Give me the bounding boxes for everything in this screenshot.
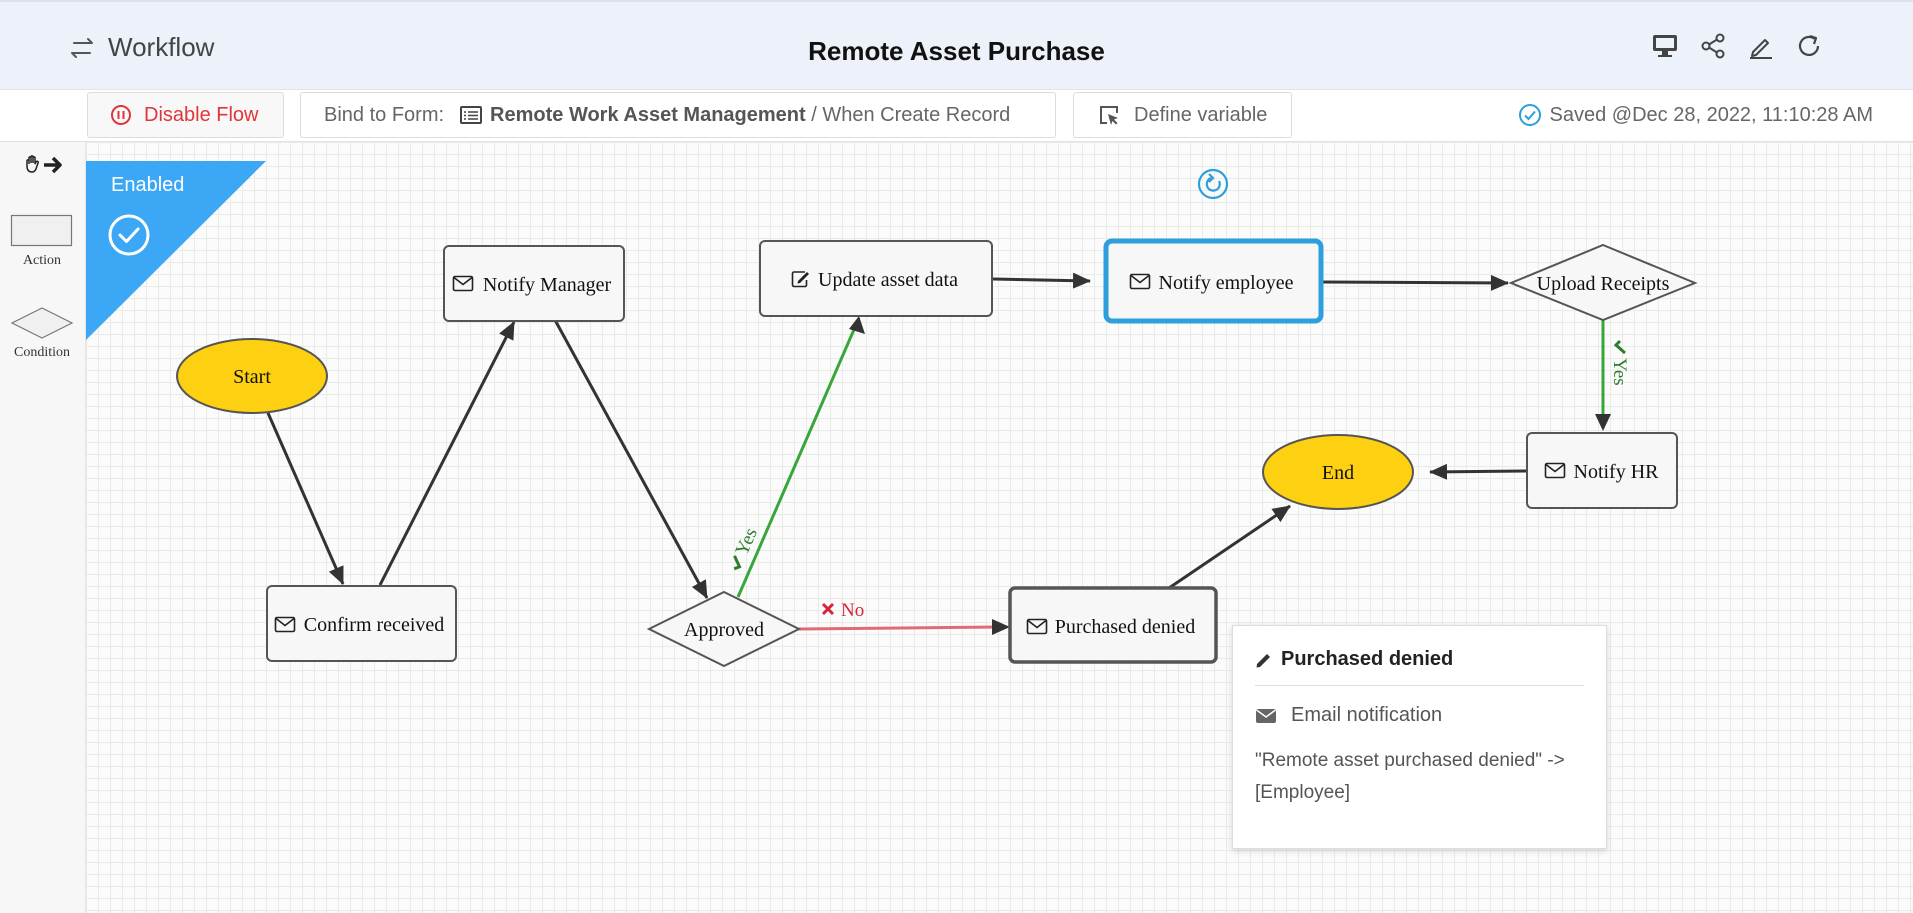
enabled-banner — [86, 161, 266, 340]
canvas-refresh-icon[interactable] — [1197, 168, 1229, 200]
edge-confirm-manager — [378, 321, 516, 586]
svg-text:No: No — [841, 600, 864, 621]
edge-denied-end — [1168, 504, 1291, 590]
hand-pan-icon[interactable] — [26, 155, 39, 173]
node-purchased-denied[interactable]: Purchased denied — [1008, 586, 1218, 664]
svg-text:Purchased denied: Purchased denied — [1055, 616, 1196, 638]
edge-approved-update-arrow — [849, 316, 865, 334]
svg-text:End: End — [1322, 462, 1354, 484]
node-update-asset[interactable]: Update asset data — [759, 240, 993, 317]
palette-action[interactable]: Action — [0, 214, 84, 269]
svg-text:Update asset data: Update asset data — [818, 269, 958, 291]
share-button[interactable] — [1697, 30, 1729, 62]
envelope-icon — [1026, 618, 1048, 635]
panel-type-row: Email notification — [1255, 704, 1584, 727]
saved-status: Saved @Dec 28, 2022, 11:10:28 AM — [1518, 103, 1873, 127]
define-variable-button[interactable]: Define variable — [1073, 92, 1292, 138]
saved-text: Saved @Dec 28, 2022, 11:10:28 AM — [1549, 103, 1873, 126]
edge-update-employee — [992, 272, 1091, 289]
enabled-check-icon — [108, 214, 150, 256]
svg-text:Yes: Yes — [1609, 358, 1630, 386]
svg-text:Notify Manager: Notify Manager — [483, 274, 612, 296]
bind-separator: / — [805, 103, 823, 126]
edge-approved-denied-arrow — [992, 619, 1010, 635]
disable-flow-button[interactable]: Disable Flow — [87, 92, 284, 138]
palette-condition[interactable]: Condition — [0, 306, 84, 361]
page-title: Remote Asset Purchase — [808, 36, 1105, 66]
yes-label-upload: Yes — [1609, 339, 1630, 386]
node-notify-hr[interactable]: Notify HR — [1526, 432, 1678, 509]
monitor-button[interactable] — [1649, 30, 1681, 62]
form-list-icon — [460, 106, 483, 124]
node-detail-panel: Purchased denied Email notification "Rem… — [1232, 625, 1607, 849]
node-approved[interactable]: Approved — [646, 590, 802, 668]
back-to-workflow[interactable]: Workflow — [70, 32, 214, 63]
node-confirm-received[interactable]: Confirm received — [266, 585, 457, 662]
enabled-label: Enabled — [111, 174, 185, 196]
edge-upload-hr-arrow — [1595, 414, 1611, 431]
action-label: Action — [22, 253, 62, 268]
pencil-icon — [1256, 653, 1270, 667]
node-start[interactable]: Start — [176, 338, 328, 414]
bind-form-button[interactable]: Bind to Form: Remote Work Asset Manageme… — [300, 92, 1056, 138]
svg-text:Approved: Approved — [684, 619, 764, 641]
monitor-icon — [1653, 35, 1677, 57]
node-upload-receipts[interactable]: Upload Receipts — [1508, 243, 1698, 322]
svg-text:Start: Start — [233, 366, 271, 388]
select-cursor-icon — [1100, 106, 1118, 125]
action-shape-icon — [10, 214, 73, 247]
back-label: Workflow — [108, 32, 215, 62]
disable-flow-label: Disable Flow — [144, 103, 259, 126]
envelope-icon — [1544, 462, 1566, 479]
node-notify-manager[interactable]: Notify Manager — [443, 245, 625, 322]
panel-title: Purchased denied — [1281, 648, 1454, 670]
svg-text:Notify HR: Notify HR — [1574, 461, 1660, 483]
condition-shape-icon — [10, 307, 74, 339]
edge-approved-update — [736, 317, 861, 598]
edit-button[interactable] — [1745, 30, 1777, 62]
condition-label: Condition — [13, 345, 70, 360]
svg-text:Notify employee: Notify employee — [1159, 272, 1294, 294]
bind-form-name: Remote Work Asset Management — [490, 103, 806, 126]
define-variable-label: Define variable — [1134, 103, 1268, 126]
svg-text:Confirm received: Confirm received — [304, 614, 445, 636]
switch-arrows-icon — [71, 37, 93, 58]
app-header: Workflow Remote Asset Purchase — [0, 0, 1913, 90]
node-notify-employee[interactable]: Notify employee — [1103, 238, 1324, 324]
workflow-canvas[interactable]: Yes Yes No Start Confirm received — [86, 142, 1913, 913]
edit-square-icon — [791, 271, 809, 288]
envelope-icon — [1129, 273, 1151, 290]
panel-description: "Remote asset purchased denied" -> [Empl… — [1255, 750, 1565, 803]
svg-text:Upload Receipts: Upload Receipts — [1537, 273, 1670, 295]
panel-header: Purchased denied — [1255, 648, 1584, 686]
shape-palette: Action Condition — [0, 142, 86, 913]
node-end[interactable]: End — [1262, 434, 1414, 510]
yes-label-approved: Yes — [732, 525, 762, 571]
share-icon — [1701, 33, 1725, 59]
palette-tools — [0, 152, 84, 183]
arrow-connect-icon[interactable] — [44, 156, 62, 174]
edge-approved-denied — [798, 625, 998, 631]
panel-type-label: Email notification — [1291, 704, 1443, 726]
bind-prefix: Bind to Form: — [324, 103, 445, 126]
edge-employee-upload — [1321, 274, 1509, 291]
pause-circle-icon — [111, 105, 131, 125]
refresh-button[interactable] — [1793, 30, 1825, 62]
envelope-icon — [1256, 708, 1276, 723]
check-circle-icon — [1518, 104, 1541, 126]
bind-trigger: When Create Record — [822, 103, 1011, 126]
edge-hr-end — [1429, 463, 1528, 480]
edge-manager-approved — [553, 319, 709, 599]
refresh-icon — [1798, 34, 1820, 57]
toolbar: Disable Flow Bind to Form: Remote Work A… — [0, 90, 1913, 142]
envelope-icon — [452, 275, 474, 292]
edit-icon — [1750, 39, 1772, 59]
edge-start-confirm — [266, 412, 345, 585]
no-label: No — [821, 600, 864, 621]
envelope-icon — [274, 616, 296, 633]
